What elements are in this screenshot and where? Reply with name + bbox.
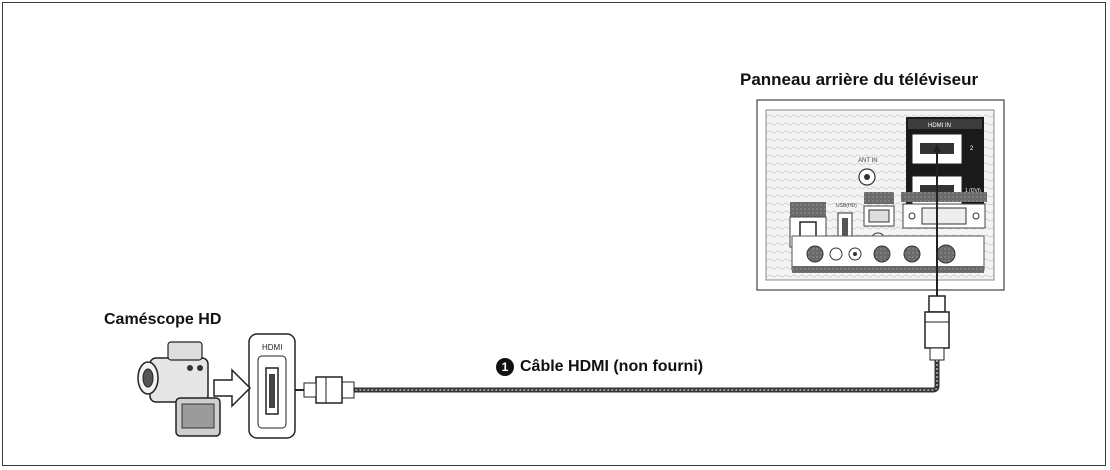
component-av-row [791, 235, 985, 273]
camcorder-port-label: HDMI [262, 343, 282, 352]
pc-vga-block [901, 192, 987, 229]
camcorder-title: Caméscope HD [104, 311, 222, 328]
cable-label-text: Câble HDMI (non fourni) [520, 358, 704, 375]
hdmi-port-2-label: 2 [970, 146, 974, 152]
camcorder-icon [137, 341, 221, 437]
ant-in-label: ANT IN [858, 158, 878, 164]
hdmi-cable [354, 360, 940, 393]
tv-rear-panel-title: Panneau arrière du téléviseur [740, 70, 979, 89]
step-number-badge: 1 [496, 358, 514, 376]
tv-hdmi-plug [924, 144, 950, 361]
hdmi-in-label: HDMI IN [928, 123, 951, 129]
callout-arrow [213, 368, 252, 408]
hdmi-port-1-label: 1 (DVI) [965, 188, 981, 194]
usb-label: USB(HD) [836, 203, 857, 209]
tv-rear-panel: HDMI IN 2 1 (DVI) ANT IN USB(HD) [756, 99, 1005, 291]
camcorder-port-panel: HDMI [248, 333, 296, 439]
ant-in-connector: ANT IN [858, 158, 878, 186]
cable-caption: 1 Câble HDMI (non fourni) [496, 358, 703, 376]
